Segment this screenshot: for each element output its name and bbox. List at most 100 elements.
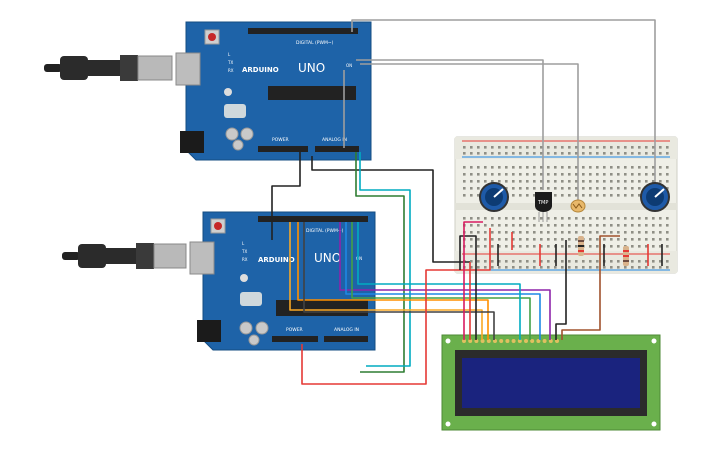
- breadboard-hole: [526, 238, 529, 241]
- breadboard-hole: [484, 173, 487, 176]
- breadboard-hole: [463, 217, 466, 220]
- breadboard-hole: [575, 180, 578, 183]
- l-label: L: [228, 52, 231, 57]
- breadboard-hole: [554, 224, 557, 227]
- breadboard-hole: [596, 245, 599, 248]
- breadboard-hole: [652, 152, 655, 155]
- breadboard-hole: [631, 238, 634, 241]
- breadboard-hole: [631, 266, 634, 269]
- breadboard-hole: [568, 231, 571, 234]
- breadboard-hole: [596, 217, 599, 220]
- breadboard-hole: [463, 173, 466, 176]
- breadboard-hole: [603, 194, 606, 197]
- breadboard-hole: [575, 152, 578, 155]
- breadboard-hole: [470, 180, 473, 183]
- breadboard-hole: [470, 152, 473, 155]
- breadboard-hole: [589, 194, 592, 197]
- breadboard-hole: [540, 152, 543, 155]
- lcd-pin: [505, 339, 510, 343]
- breadboard-hole: [526, 194, 529, 197]
- breadboard-hole: [554, 180, 557, 183]
- breadboard-hole: [505, 173, 508, 176]
- breadboard-hole: [624, 173, 627, 176]
- usb-cable-icon: [62, 243, 187, 269]
- breadboard-hole: [582, 166, 585, 169]
- breadboard-hole: [470, 146, 473, 149]
- breadboard-hole: [561, 194, 564, 197]
- breadboard-hole: [519, 238, 522, 241]
- breadboard-hole: [589, 166, 592, 169]
- breadboard-hole: [610, 266, 613, 269]
- breadboard-hole: [477, 231, 480, 234]
- breadboard-hole: [638, 231, 641, 234]
- breadboard-hole: [484, 266, 487, 269]
- lcd-pin: [530, 339, 535, 343]
- breadboard-hole: [596, 187, 599, 190]
- breadboard-hole: [568, 146, 571, 149]
- breadboard-hole: [533, 224, 536, 227]
- breadboard-hole: [659, 260, 662, 263]
- breadboard-hole: [505, 266, 508, 269]
- breadboard-hole: [547, 146, 550, 149]
- breadboard-hole: [666, 266, 669, 269]
- breadboard-hole: [631, 146, 634, 149]
- breadboard-hole: [498, 231, 501, 234]
- breadboard-hole: [610, 217, 613, 220]
- breadboard-hole: [470, 166, 473, 169]
- breadboard-hole: [624, 194, 627, 197]
- breadboard-hole: [666, 187, 669, 190]
- breadboard-hole: [498, 180, 501, 183]
- breadboard-hole: [561, 224, 564, 227]
- breadboard-hole: [596, 260, 599, 263]
- breadboard-hole: [512, 152, 515, 155]
- breadboard-hole: [519, 231, 522, 234]
- breadboard-hole: [631, 217, 634, 220]
- breadboard-hole: [603, 166, 606, 169]
- breadboard-hole: [610, 173, 613, 176]
- breadboard-hole: [666, 217, 669, 220]
- breadboard-hole: [652, 245, 655, 248]
- breadboard-hole: [554, 231, 557, 234]
- breadboard-hole: [498, 217, 501, 220]
- breadboard-hole: [477, 187, 480, 190]
- breadboard-hole: [582, 266, 585, 269]
- breadboard-hole: [498, 173, 501, 176]
- breadboard-hole: [533, 146, 536, 149]
- breadboard-hole: [498, 266, 501, 269]
- breadboard-hole: [512, 260, 515, 263]
- breadboard-hole: [526, 266, 529, 269]
- breadboard-hole: [547, 166, 550, 169]
- breadboard-hole: [568, 238, 571, 241]
- breadboard-hole: [561, 266, 564, 269]
- breadboard-hole: [484, 180, 487, 183]
- breadboard-hole: [582, 231, 585, 234]
- breadboard-hole: [540, 217, 543, 220]
- breadboard-hole: [652, 173, 655, 176]
- breadboard-hole: [498, 166, 501, 169]
- breadboard-hole: [526, 231, 529, 234]
- breadboard-hole: [512, 194, 515, 197]
- breadboard-hole: [659, 266, 662, 269]
- breadboard-hole: [477, 173, 480, 176]
- breadboard-hole: [666, 146, 669, 149]
- breadboard-hole: [519, 173, 522, 176]
- breadboard-hole: [561, 180, 564, 183]
- breadboard-hole: [554, 187, 557, 190]
- breadboard-hole: [512, 173, 515, 176]
- breadboard-hole: [652, 146, 655, 149]
- sensor-label: TMP: [537, 200, 548, 206]
- breadboard-hole: [610, 245, 613, 248]
- breadboard-hole: [505, 224, 508, 227]
- breadboard-hole: [638, 217, 641, 220]
- breadboard-hole: [477, 217, 480, 220]
- breadboard-hole: [610, 187, 613, 190]
- analog-label: ANALOG IN: [322, 137, 347, 143]
- breadboard-hole: [547, 260, 550, 263]
- arduino-uno-bottom: ARDUINO UNO DIGITAL (PWM~) ANALOG IN POW…: [62, 211, 376, 351]
- breadboard-hole: [484, 238, 487, 241]
- lcd-pin: [511, 339, 516, 343]
- breadboard-hole: [533, 245, 536, 248]
- breadboard-hole: [582, 187, 585, 190]
- breadboard-hole: [477, 146, 480, 149]
- breadboard-hole: [659, 224, 662, 227]
